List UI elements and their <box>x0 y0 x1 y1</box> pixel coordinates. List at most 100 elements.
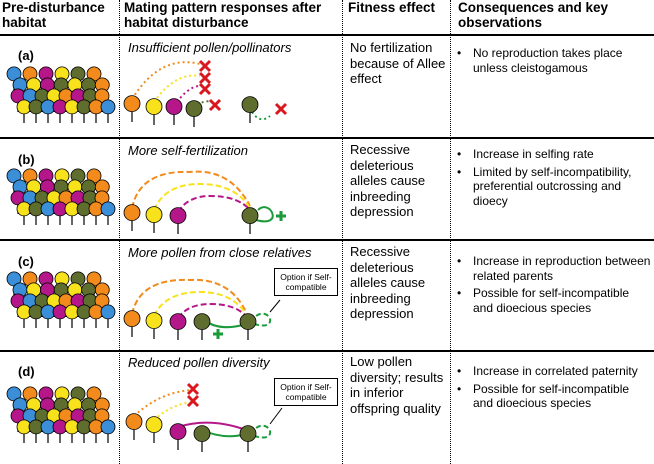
tree-icon <box>28 419 44 443</box>
mating-title-d: Reduced pollen diversity <box>128 355 270 370</box>
plus-icon <box>213 329 223 339</box>
tree-icon <box>88 304 104 328</box>
pollen-flow-line <box>153 74 201 103</box>
tree-icon <box>40 419 56 443</box>
tree-icon <box>52 304 68 328</box>
fitness-effect-d: Low pollen diversity; results in inferio… <box>350 354 444 416</box>
consequence-item: Increase in correlated paternity <box>455 364 651 379</box>
pollen-flow-line <box>177 302 247 319</box>
fitness-effect-a: No fertilization because of Allee effect <box>350 40 446 86</box>
tree-icon <box>123 204 141 231</box>
column-divider <box>119 0 120 464</box>
consequence-item: Limited by self-incompatibility, prefere… <box>455 165 651 209</box>
pollen-flow-line <box>131 61 201 100</box>
tree-icon <box>239 313 257 340</box>
pollen-flow-line <box>177 421 247 431</box>
tree-icon <box>145 206 163 233</box>
row-divider <box>0 137 654 139</box>
tree-icon <box>123 95 141 122</box>
tree-icon <box>193 425 211 452</box>
consequence-item: Increase in reproduction between related… <box>455 254 651 283</box>
callout-self-compatible-d: Option if Self-compatible <box>274 378 338 406</box>
consequence-item: Possible for self-incompatible and dioec… <box>455 382 651 411</box>
tree-icon <box>28 304 44 328</box>
header-mating-pattern: Mating pattern responses after habitat d… <box>124 0 322 30</box>
forest-illustration-c <box>6 271 116 328</box>
pollen-flow-line <box>153 290 247 317</box>
header-pre-disturbance: Pre-disturbance habitat <box>2 0 105 30</box>
tree-icon <box>100 201 116 225</box>
tree-icon <box>100 304 116 328</box>
cross-icon <box>198 71 212 85</box>
tree-icon <box>88 419 104 443</box>
tree-icon <box>125 413 143 440</box>
row-divider <box>0 34 654 36</box>
cross-icon <box>274 102 288 116</box>
tree-icon <box>16 201 32 225</box>
tree-icon <box>52 99 68 123</box>
mating-diagram-b <box>123 170 286 234</box>
forest-illustration-d <box>6 386 116 443</box>
pollen-flow-line <box>131 170 251 209</box>
tree-icon <box>241 96 259 123</box>
forest-illustration-b <box>6 168 116 225</box>
tree-icon <box>145 416 163 443</box>
tree-icon <box>64 201 80 225</box>
callout-pointer <box>269 407 283 425</box>
tree-icon <box>40 99 56 123</box>
pollen-flow-line <box>133 389 193 417</box>
cross-icon <box>186 394 200 408</box>
self-fertilization-loop <box>253 424 272 439</box>
tree-icon <box>52 201 68 225</box>
mating-title-a: Insufficient pollen/pollinators <box>128 40 292 55</box>
cross-icon <box>186 382 200 396</box>
pollen-flow-line <box>153 182 251 211</box>
consequence-item: No reproduction takes place unless cleis… <box>455 46 651 75</box>
tree-icon <box>64 419 80 443</box>
row-label-d: (d) <box>18 364 35 379</box>
tree-icon <box>241 207 259 234</box>
column-divider <box>450 0 451 464</box>
tree-icon <box>145 98 163 125</box>
tree-icon <box>76 99 92 123</box>
tree-icon <box>64 99 80 123</box>
header-fitness-effect: Fitness effect <box>348 0 436 15</box>
pollen-flow-line <box>153 401 193 421</box>
fitness-effect-b: Recessive deleterious alleles cause inbr… <box>350 142 426 219</box>
tree-icon <box>165 98 183 125</box>
tree-icon <box>88 99 104 123</box>
fitness-effect-c: Recessive deleterious alleles cause inbr… <box>350 244 426 321</box>
consequences-list-b: Increase in selfing rate Limited by self… <box>455 147 651 211</box>
tree-icon <box>145 312 163 339</box>
tree-icon <box>76 201 92 225</box>
tree-icon <box>169 423 187 450</box>
cross-icon <box>198 59 212 73</box>
mating-title-c: More pollen from close relatives <box>128 245 312 260</box>
self-fertilization-loop <box>255 206 274 223</box>
tree-icon <box>123 310 141 337</box>
tree-icon <box>169 207 187 234</box>
tree-icon <box>52 419 68 443</box>
mating-title-b: More self-fertilization <box>128 143 248 158</box>
tree-icon <box>40 201 56 225</box>
tree-icon <box>16 99 32 123</box>
tree-icon <box>88 201 104 225</box>
pollen-flow-line <box>173 85 201 107</box>
column-divider <box>342 0 343 464</box>
plus-icon <box>276 211 286 221</box>
tree-icon <box>185 100 203 127</box>
pollen-flow-line <box>131 278 247 315</box>
tree-icon <box>16 419 32 443</box>
tree-icon <box>76 304 92 328</box>
consequences-list-c: Increase in reproduction between related… <box>455 254 651 318</box>
tree-icon <box>169 313 187 340</box>
tree-icon <box>193 313 211 340</box>
tree-icon <box>100 419 116 443</box>
row-divider <box>0 239 654 241</box>
row-label-b: (b) <box>18 152 35 167</box>
pollen-flow-line <box>177 194 251 213</box>
consequences-list-a: No reproduction takes place unless cleis… <box>455 46 651 78</box>
tree-icon <box>16 304 32 328</box>
consequence-item: Possible for self-incompatible and dioec… <box>455 286 651 315</box>
tree-icon <box>40 304 56 328</box>
